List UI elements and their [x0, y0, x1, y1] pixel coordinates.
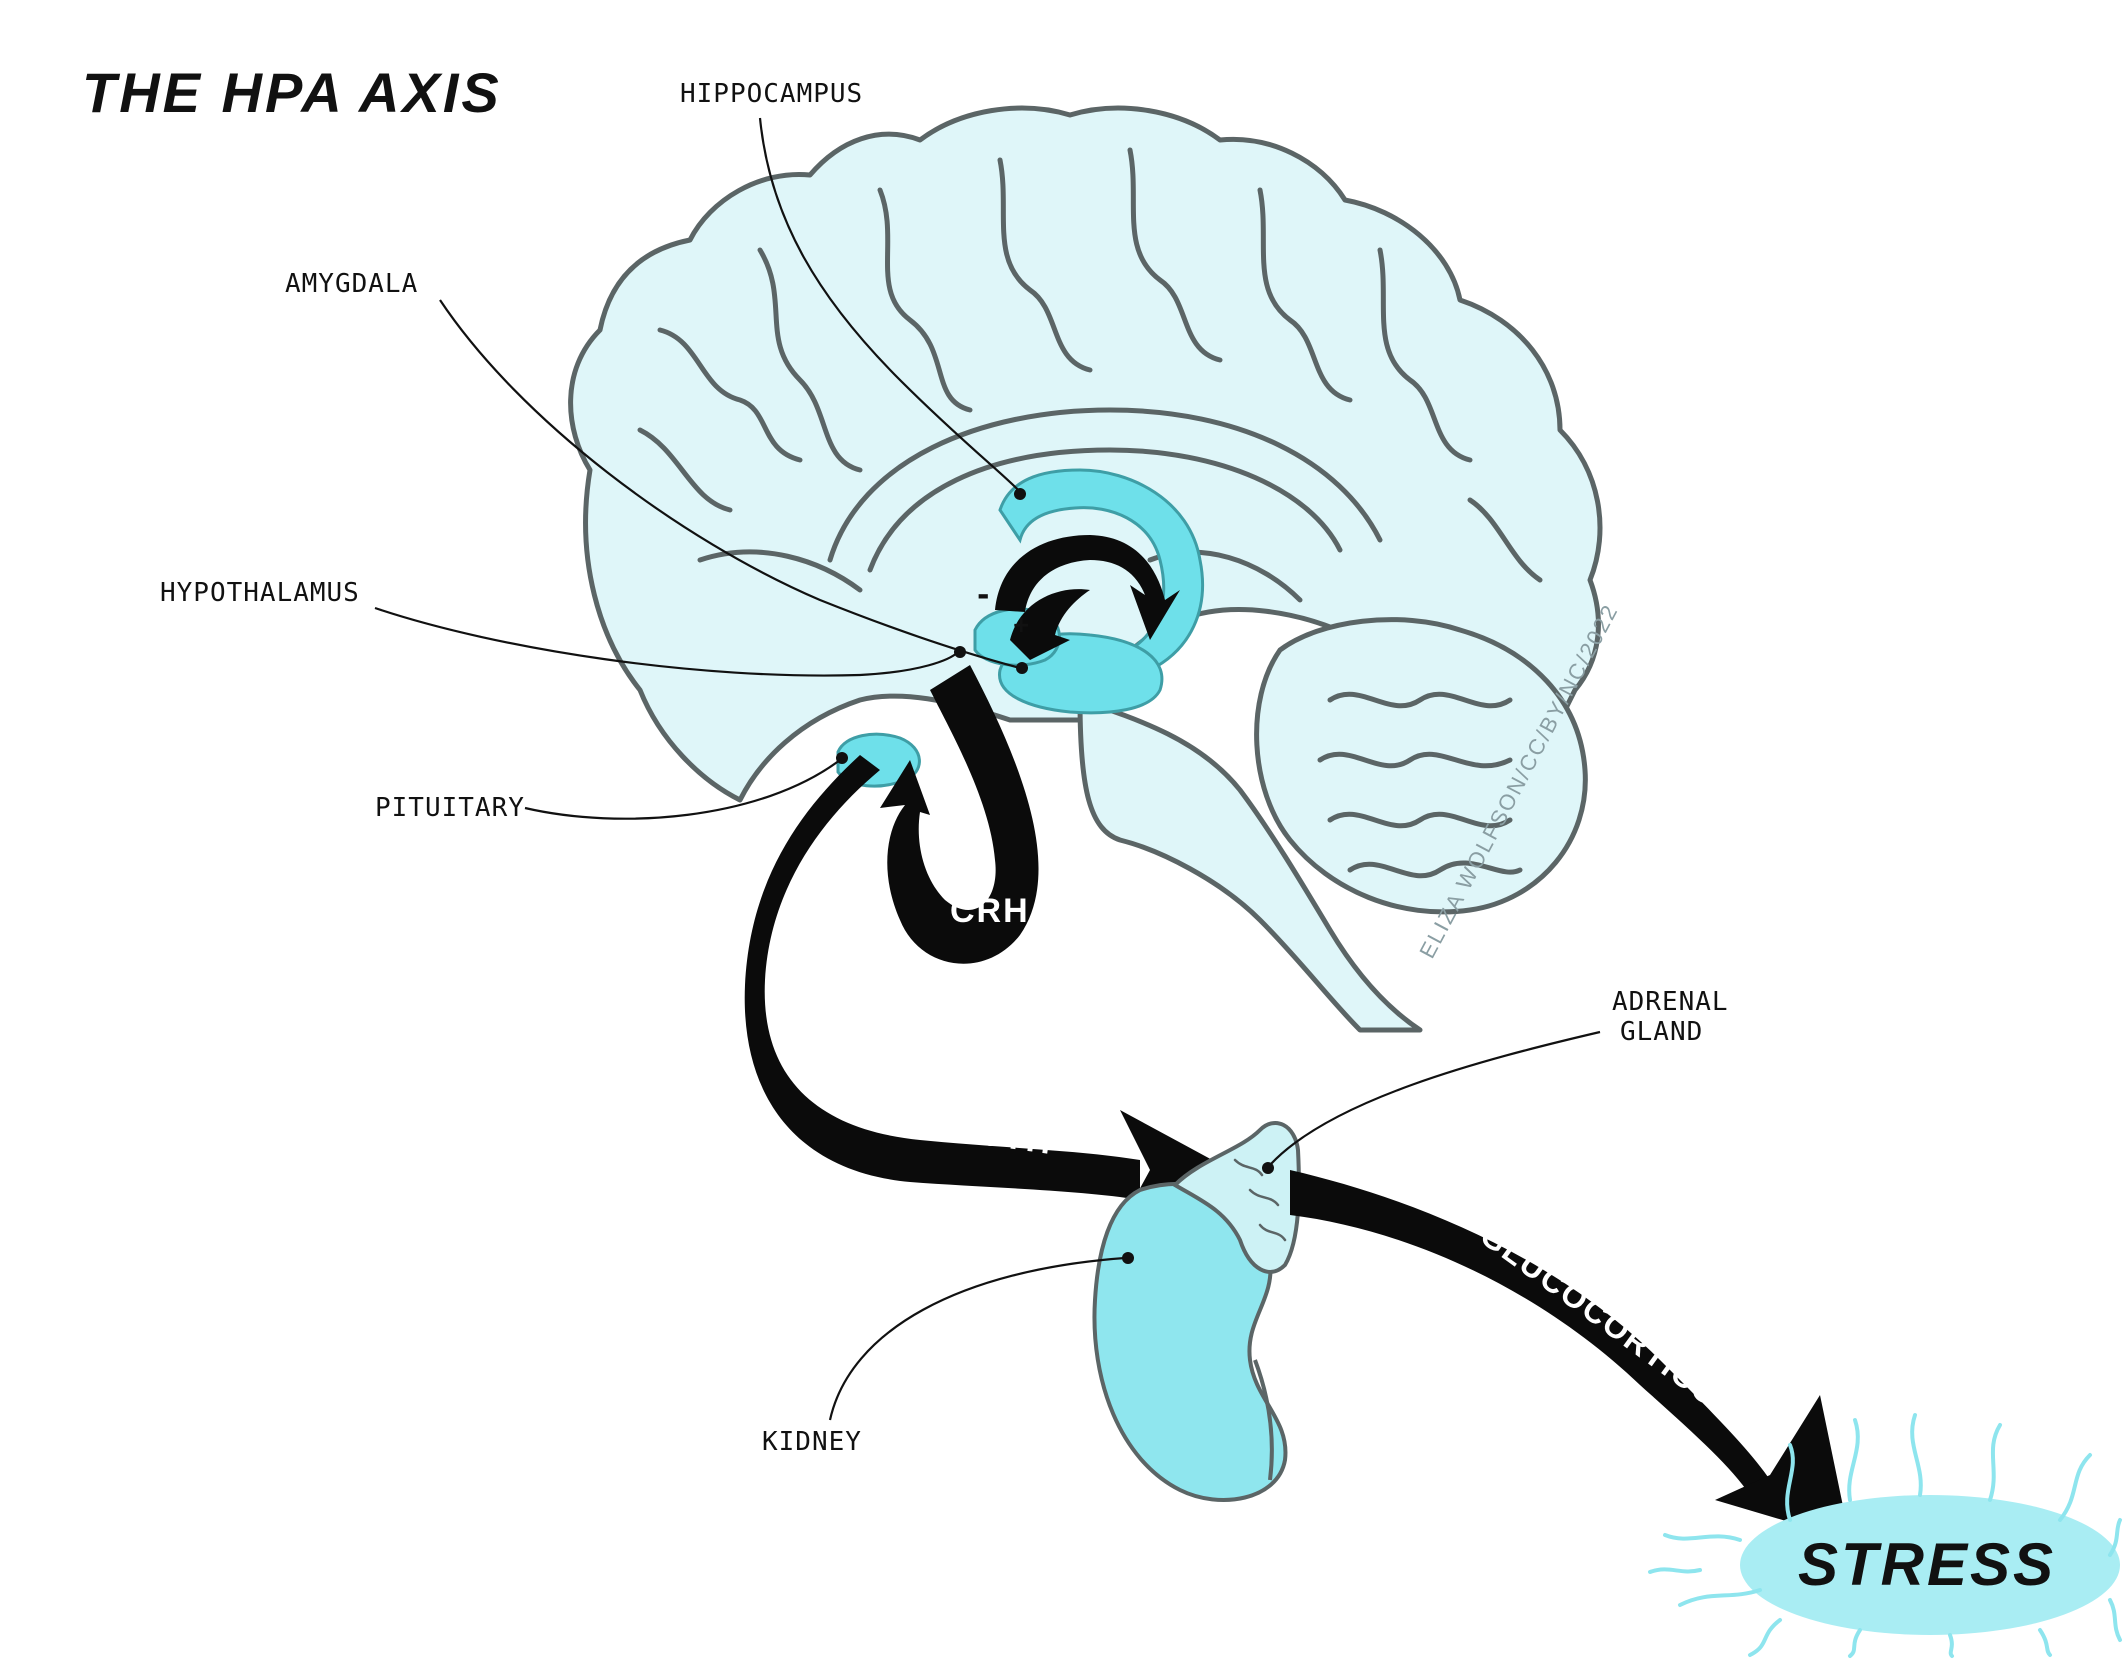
stress-label: STRESS — [1798, 1531, 2056, 1598]
label-amygdala: AMYGDALA — [285, 269, 418, 299]
leader-hippocampus — [758, 117, 1021, 493]
feedback-minus: - — [977, 578, 989, 613]
label-adrenal-line1: ADRENAL — [1612, 987, 1729, 1017]
crh-arrow — [880, 665, 1039, 964]
label-hypothalamus: HYPOTHALAMUS — [160, 578, 360, 608]
leader-kidney — [828, 1256, 1126, 1421]
leader-hypothalamus — [374, 606, 959, 677]
glucocorticoids-label: GLUCOCORTICOIDS — [1474, 1217, 1775, 1450]
brainstem — [1077, 697, 1423, 1033]
kidney-adrenal — [1092, 1120, 1301, 1502]
feedback-arrow — [995, 535, 1180, 640]
corpus-callosum — [827, 407, 1383, 563]
feedback-plus: + — [1012, 613, 1030, 638]
diagram-title: THE HPA AXIS — [82, 61, 502, 124]
ureter — [1253, 1359, 1274, 1481]
acth-arrow — [744, 755, 1140, 1200]
label-pituitary: PITUITARY — [375, 793, 525, 823]
label-kidney: KIDNEY — [762, 1427, 862, 1457]
brain-illustration: - + — [568, 105, 1603, 1033]
label-hippocampus: HIPPOCAMPUS — [680, 79, 863, 109]
leader-adrenal — [1269, 1030, 1601, 1166]
leader-pituitary — [524, 759, 841, 820]
cerebellum — [1254, 617, 1588, 915]
glucocorticoids-arrow — [1290, 1170, 1770, 1495]
label-adrenal-line2: GLAND — [1620, 1017, 1703, 1047]
stress-burst: STRESS — [1648, 1413, 2122, 1658]
crh-label: CRH — [950, 892, 1030, 930]
